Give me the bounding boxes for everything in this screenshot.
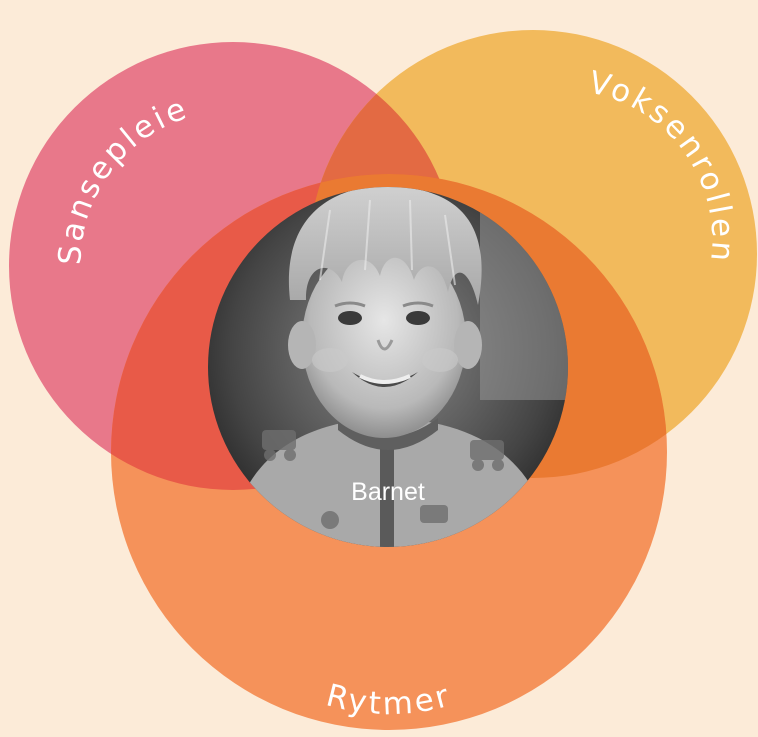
center-label: Barnet [351, 478, 425, 506]
child-photo [208, 187, 568, 547]
